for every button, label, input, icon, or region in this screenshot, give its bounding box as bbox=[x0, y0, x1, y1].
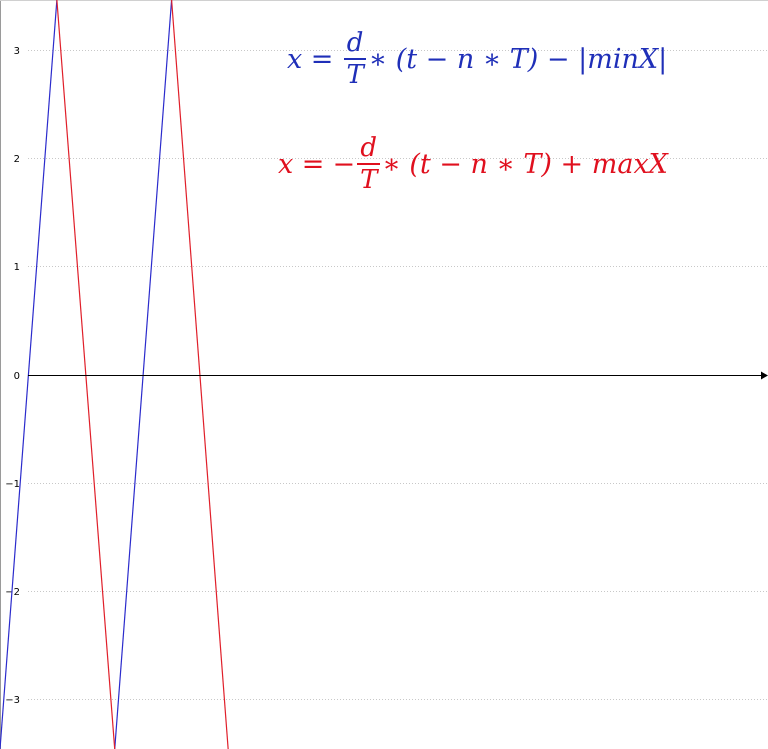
y-tick-label: 0 bbox=[14, 371, 20, 382]
x-axis bbox=[28, 371, 768, 380]
equation-blue-denominator: T bbox=[346, 60, 364, 90]
series-line-segment bbox=[0, 0, 58, 749]
equation-red-fraction: d T bbox=[357, 135, 381, 195]
equation-red-numerator: d bbox=[357, 135, 381, 165]
equation-red-minus: − bbox=[332, 148, 356, 180]
equation-blue-fraction: d T bbox=[343, 30, 367, 90]
equation-blue-lhs: x = bbox=[287, 43, 334, 75]
y-tick-label: 3 bbox=[14, 46, 20, 57]
y-tick-label: −3 bbox=[5, 695, 20, 706]
equation-red-rest: ∗ (t − n ∗ T) + maxX bbox=[382, 148, 668, 180]
y-tick-label: −1 bbox=[5, 479, 20, 490]
x-axis-arrow-icon bbox=[761, 371, 768, 380]
equation-blue-rest: ∗ (t − n ∗ T) − |minX| bbox=[368, 43, 668, 75]
equation-red: x = − d T ∗ (t − n ∗ T) + maxX bbox=[278, 135, 668, 193]
series-line-segment bbox=[170, 0, 229, 749]
series-line-segment bbox=[56, 0, 116, 749]
y-tick-label: −2 bbox=[5, 587, 20, 598]
y-tick-label: 2 bbox=[14, 154, 20, 165]
y-tick-labels: −3 −2 −1 0 1 2 3 bbox=[5, 46, 20, 706]
series-line-segment bbox=[114, 0, 173, 749]
equation-red-denominator: T bbox=[360, 165, 378, 195]
series-lines bbox=[0, 0, 229, 749]
equation-blue: x = d T ∗ (t − n ∗ T) − |minX| bbox=[287, 30, 667, 88]
y-tick-label: 1 bbox=[14, 262, 20, 273]
equation-red-lhs: x = bbox=[278, 148, 325, 180]
equation-blue-numerator: d bbox=[343, 30, 367, 60]
